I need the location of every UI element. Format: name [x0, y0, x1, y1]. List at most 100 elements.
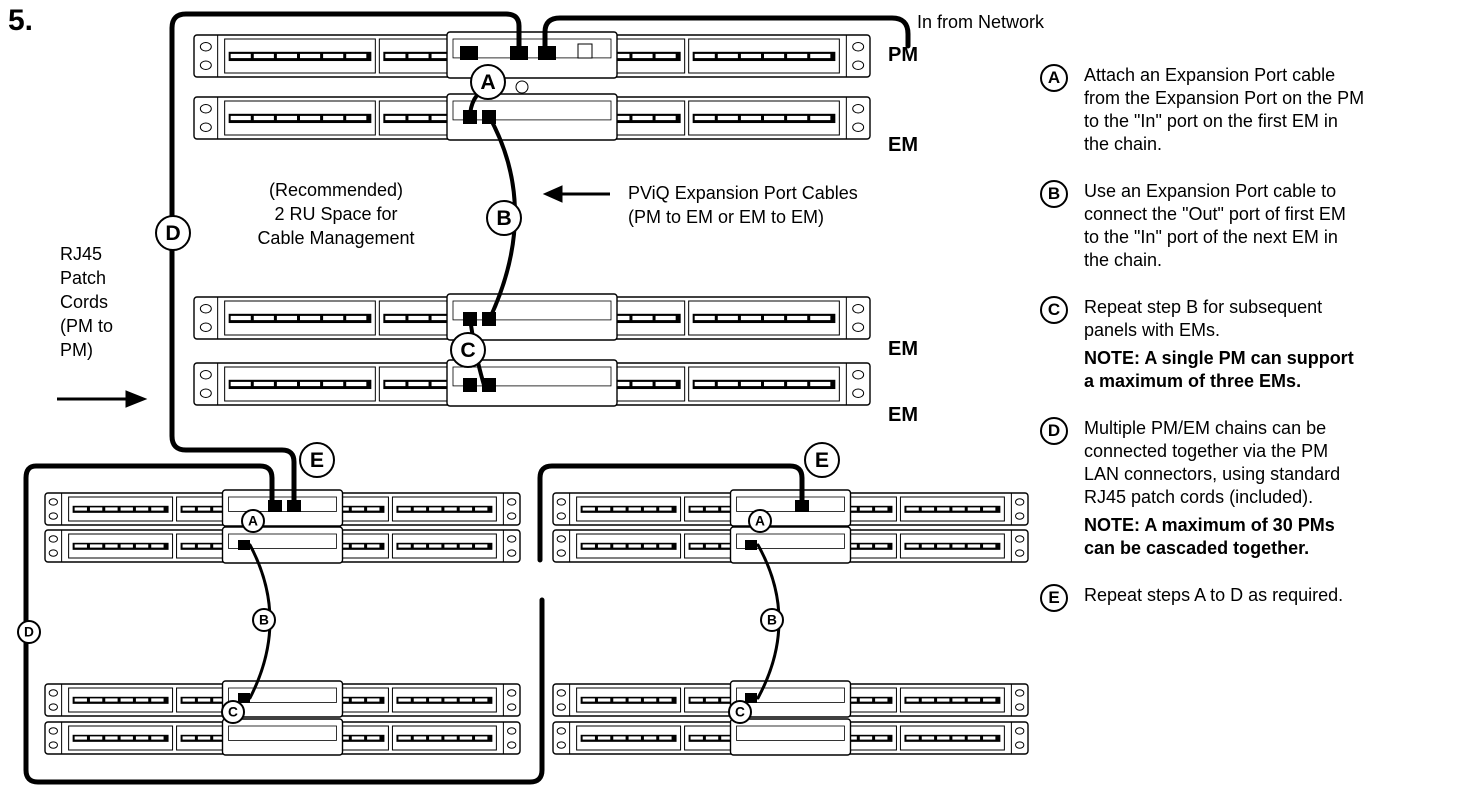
jack — [875, 507, 888, 511]
jack — [346, 115, 367, 121]
cable-mgmt-line: 2 RU Space for — [274, 204, 398, 224]
jack — [859, 736, 873, 740]
step-line: from the Expansion Port on the PM — [1084, 88, 1365, 108]
expansion-module-panel — [552, 718, 1029, 756]
instruction-steps: A Attach an Expansion Port cable from th… — [1040, 64, 1480, 612]
jack — [613, 544, 626, 548]
jack — [717, 53, 738, 59]
jack — [429, 698, 442, 702]
jack — [444, 544, 457, 548]
expansion-module-panel — [552, 680, 1029, 718]
jack — [351, 698, 365, 702]
jack — [609, 53, 630, 59]
jack — [431, 381, 452, 387]
jack — [475, 698, 488, 702]
jack — [967, 736, 981, 740]
jack — [385, 381, 406, 387]
em-in-port — [745, 693, 757, 703]
jack — [385, 115, 406, 121]
step-line: RJ45 patch cords (included). — [1084, 487, 1314, 507]
mounting-hole — [48, 512, 58, 520]
jack — [276, 115, 297, 121]
mounting-hole — [556, 535, 566, 543]
em-label-1: EM — [888, 134, 918, 156]
jack — [74, 736, 87, 740]
jack — [230, 381, 251, 387]
jack — [323, 53, 344, 59]
pm-label: PM — [888, 44, 918, 66]
jack — [921, 507, 935, 511]
jack — [859, 698, 873, 702]
module-cover — [228, 687, 337, 703]
step-line: connected together via the PM — [1084, 441, 1329, 461]
jack — [937, 736, 950, 740]
jack — [613, 507, 626, 511]
jack — [105, 507, 118, 511]
step-badge: C — [1040, 296, 1068, 324]
mounting-hole — [48, 535, 58, 543]
note-line: NOTE: A single PM can support — [1084, 348, 1354, 368]
step-d: D Multiple PM/EM chains can be connected… — [1040, 417, 1480, 560]
jack — [694, 381, 715, 387]
jack — [875, 544, 888, 548]
network-cable — [542, 15, 911, 55]
jack — [937, 544, 950, 548]
jack — [787, 381, 808, 387]
jack — [367, 544, 380, 548]
em-in-port — [238, 693, 250, 703]
step-c: C Repeat step B for subsequent panels wi… — [1040, 296, 1480, 393]
jack — [351, 736, 365, 740]
step-line: to the "In" port of the next EM in — [1084, 227, 1338, 247]
jack — [182, 507, 195, 511]
callout-d: D — [165, 221, 180, 245]
jack — [105, 736, 118, 740]
callout-b-right-circle — [760, 608, 784, 632]
jack — [444, 698, 457, 702]
note-line: can be cascaded together. — [1084, 538, 1310, 558]
mounting-hole — [1015, 498, 1025, 506]
patch-cords-line: Cords — [60, 292, 109, 312]
jack — [632, 315, 653, 321]
jack — [983, 507, 996, 511]
pm-ground-screw — [515, 80, 529, 94]
step-a: A Attach an Expansion Port cable from th… — [1040, 64, 1480, 156]
lan-patch-cord-main — [169, 11, 522, 511]
patch-arrow-head — [125, 390, 148, 408]
jack — [213, 544, 226, 548]
jack — [655, 381, 676, 387]
mounting-hole — [556, 703, 566, 711]
jack — [408, 315, 429, 321]
jack — [89, 736, 103, 740]
jack — [459, 736, 473, 740]
callout-e-right: E — [815, 448, 829, 472]
jack — [659, 507, 672, 511]
jack — [105, 544, 118, 548]
jack — [721, 736, 734, 740]
jack — [983, 544, 996, 548]
jack — [787, 315, 808, 321]
mounting-hole — [199, 104, 212, 114]
jack — [89, 507, 103, 511]
jack — [705, 507, 719, 511]
jack — [253, 53, 274, 59]
jack — [721, 507, 734, 511]
jack — [906, 544, 919, 548]
mounting-hole — [507, 512, 517, 520]
step-line: the chain. — [1084, 250, 1163, 270]
mounting-hole — [1015, 549, 1025, 557]
expansion-arrow-head — [542, 185, 563, 203]
jack — [89, 698, 103, 702]
jack — [459, 544, 473, 548]
jack — [135, 698, 149, 702]
jack — [120, 698, 133, 702]
jack — [859, 544, 873, 548]
jack — [659, 736, 672, 740]
expansion-module-panel — [193, 93, 871, 141]
jack — [413, 736, 427, 740]
callout-a-left-circle — [241, 509, 265, 533]
module-cover — [228, 725, 337, 741]
note-line: NOTE: A maximum of 30 PMs — [1084, 515, 1335, 535]
mounting-hole — [507, 727, 517, 735]
step-line: to the "In" port on the first EM in — [1084, 111, 1338, 131]
jack — [967, 698, 981, 702]
